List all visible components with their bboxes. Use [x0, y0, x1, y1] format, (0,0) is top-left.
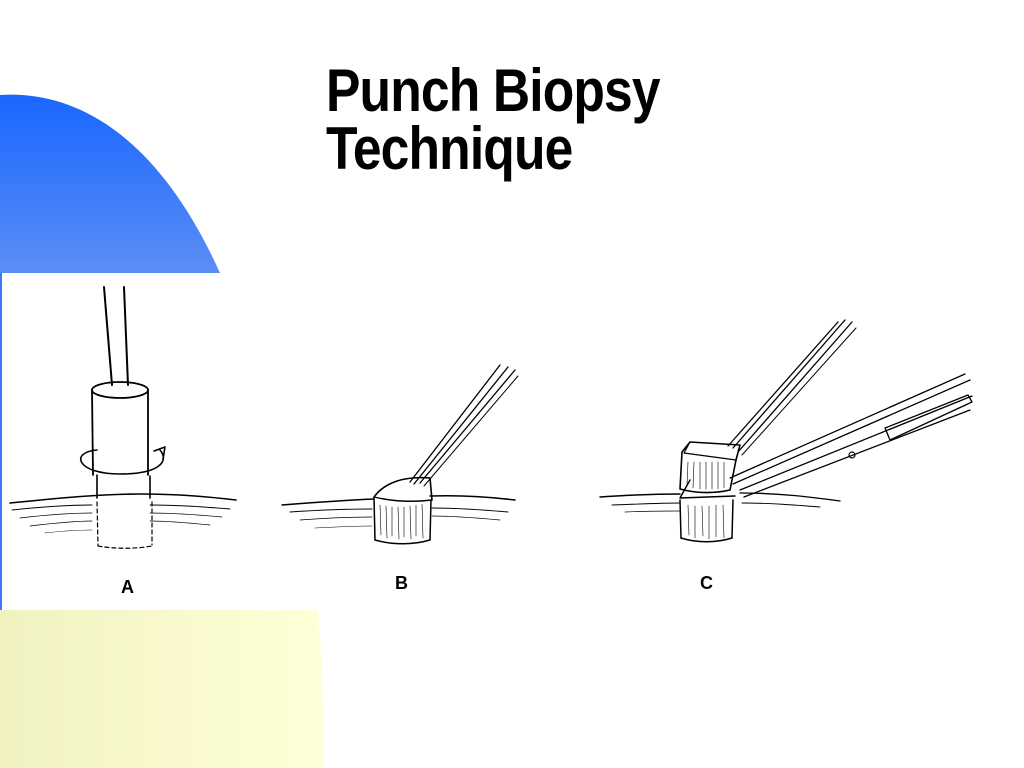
panel-label-b: B	[395, 573, 408, 593]
title-line-2: Technique	[326, 115, 573, 182]
punch-biopsy-illustration: A B C	[9, 286, 973, 597]
panel-b-drawing	[281, 364, 519, 545]
panel-label-a: A	[121, 577, 134, 597]
panel-label-c: C	[700, 573, 713, 593]
page-title: Punch Biopsy Technique	[326, 57, 661, 182]
panel-a-drawing	[9, 286, 237, 549]
blue-quarter-circle	[0, 94, 220, 273]
panel-c-drawing	[599, 319, 973, 543]
yellow-panel	[0, 610, 324, 768]
blue-left-edge	[0, 273, 2, 610]
title-line-1: Punch Biopsy	[326, 57, 661, 124]
